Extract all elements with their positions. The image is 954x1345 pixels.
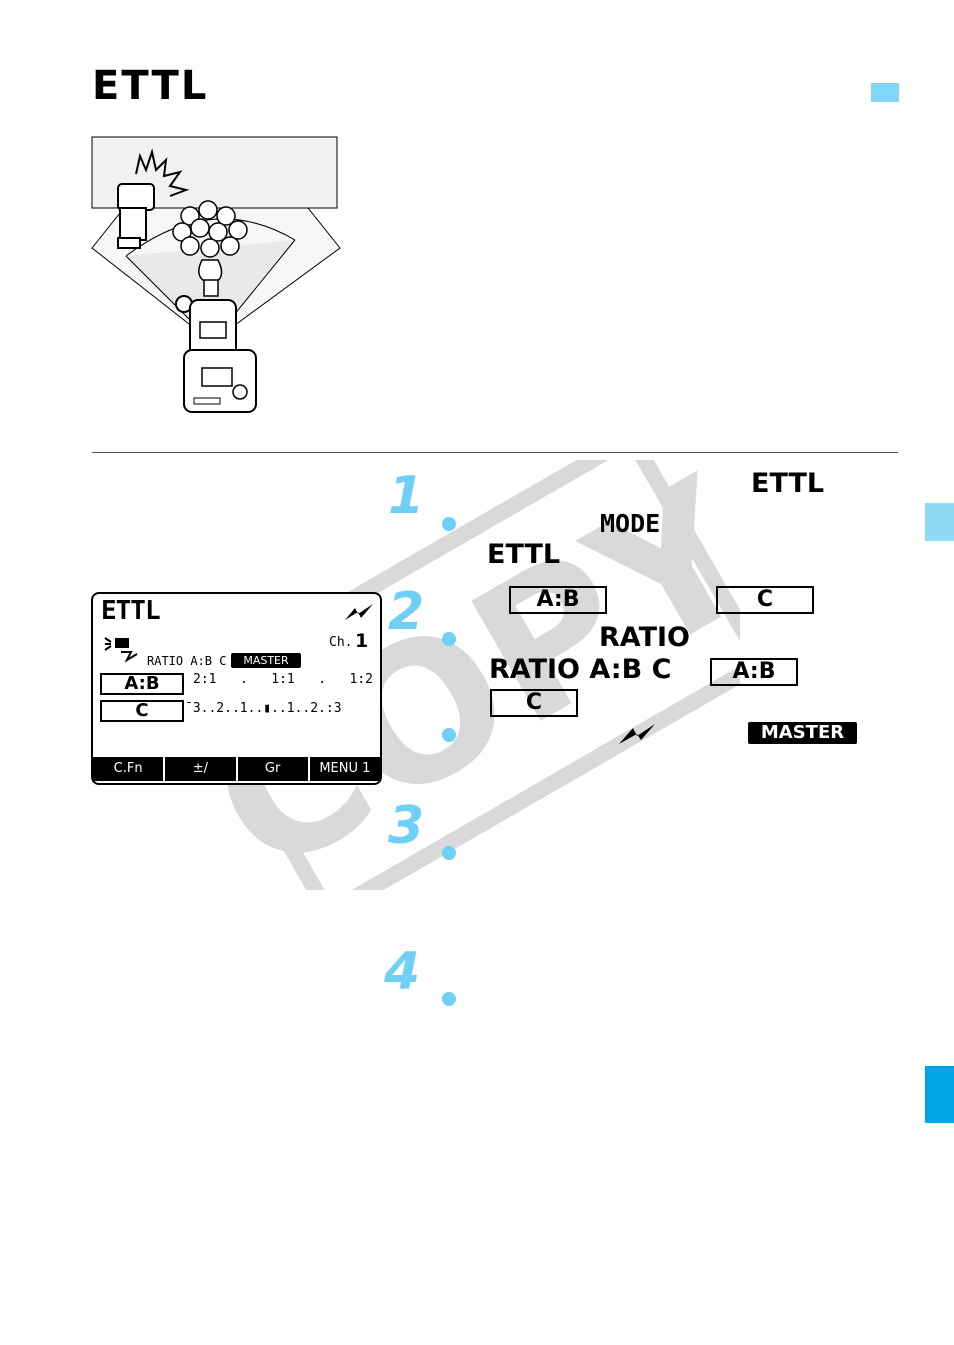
bullet: [442, 632, 456, 646]
lcd-menu-gr[interactable]: Gr: [237, 757, 308, 781]
step-4-number: 4: [384, 942, 421, 1002]
master-badge: MASTER: [748, 722, 857, 744]
lcd-menu-cfn[interactable]: C.Fn: [93, 757, 164, 781]
flash-scene-illustration: [91, 136, 341, 413]
lcd-menu-bar: C.Fn ±/ Gr MENU 1: [93, 757, 380, 781]
ab-group-box: A:B: [509, 586, 607, 614]
bullet: [442, 517, 456, 531]
step-3-number: 3: [388, 796, 425, 856]
mode-value: ETTL: [487, 539, 561, 570]
ratio-full-label: RATIO A:B C: [489, 654, 672, 685]
lcd-ratio-scale: 2:1 . 1:1 . 1:2: [193, 672, 374, 687]
mode-label: MODE: [600, 509, 661, 538]
lcd-channel-label: Ch.: [329, 635, 353, 650]
section-divider: [92, 452, 898, 453]
c-group-box: C: [716, 586, 814, 614]
bullet: [442, 728, 456, 742]
lcd-menu-menu1[interactable]: MENU 1: [309, 757, 380, 781]
side-tab-dark: [925, 1066, 954, 1123]
ratio-label: RATIO: [599, 622, 691, 653]
page-title: ETTL: [92, 63, 209, 109]
lcd-ratio-text: RATIO A:B C: [147, 654, 227, 668]
lcd-c-box: C: [100, 700, 184, 722]
wireless-flash-icon: [619, 724, 655, 744]
step-1-number: 1: [388, 466, 425, 526]
lcd-c-scale: ¯3..2..1..▮..1..2.:3: [185, 701, 342, 716]
bullet: [442, 846, 456, 860]
corner-tab: [871, 83, 899, 102]
lcd-master-badge: MASTER: [231, 653, 301, 668]
wireless-icon: [345, 604, 373, 620]
bullet: [442, 992, 456, 1006]
flash-ratio-icon: [104, 637, 138, 663]
flower-vase-icon: [172, 200, 248, 297]
step-1-heading: ETTL: [751, 468, 825, 499]
lcd-menu-fec[interactable]: ±/: [165, 757, 236, 781]
step-2-number: 2: [388, 582, 425, 642]
lcd-panel: ETTL Ch. 1 RATIO A:B C MASTER A:B C 2:1 …: [91, 592, 382, 785]
c-group-box-2: C: [490, 689, 578, 717]
camera-icon: [175, 295, 257, 413]
lcd-ab-box: A:B: [100, 673, 184, 695]
lcd-channel-value: 1: [355, 630, 369, 652]
lcd-mode: ETTL: [101, 596, 161, 626]
side-tab-light: [925, 503, 954, 541]
ab-group-box-2: A:B: [710, 658, 798, 686]
speedlite-icon: [117, 148, 190, 249]
